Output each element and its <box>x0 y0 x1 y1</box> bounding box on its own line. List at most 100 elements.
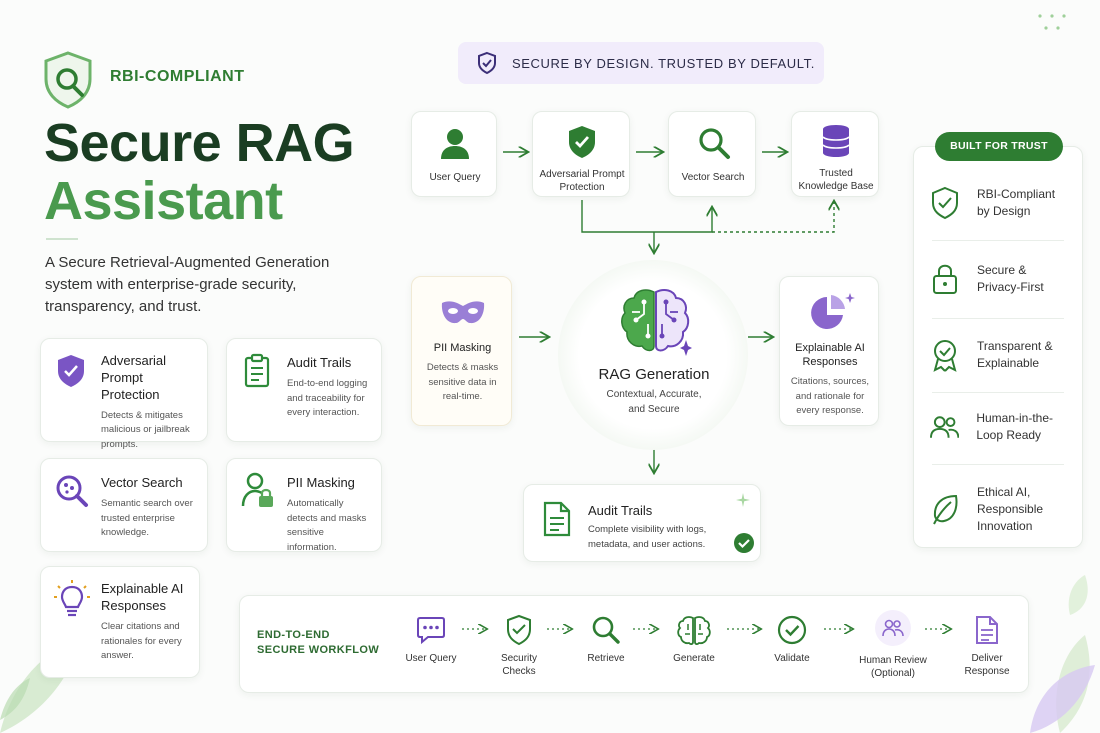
workflow-step-label: Deliver Response <box>964 653 1010 677</box>
feature-desc: Semantic search over trusted enterprise … <box>101 497 193 539</box>
feature-card-vector-search: Vector Search Semantic search over trust… <box>40 458 208 552</box>
pipeline-adversarial: Adversarial Prompt Protection <box>532 111 630 197</box>
banner-text: SECURE BY DESIGN. TRUSTED BY DEFAULT. <box>512 55 815 71</box>
lock-icon <box>933 264 957 294</box>
feature-desc: Clear citations and rationales for every… <box>101 620 182 662</box>
pipeline-label: Vector Search <box>681 172 745 183</box>
workflow-step-label: Human Review (Optional) <box>859 655 927 679</box>
trust-divider <box>932 318 1064 319</box>
pipeline-label: Adversarial Prompt Protection <box>539 169 625 193</box>
leaf-icon <box>933 495 958 525</box>
trust-item-human: Human-in-the-Loop Ready <box>930 410 1078 444</box>
trust-item-label: RBI-Compliant by Design <box>977 187 1056 218</box>
lightbulb-icon <box>54 580 90 617</box>
document-icon <box>976 616 998 644</box>
workflow-step-deliver: Deliver Response <box>942 614 1032 678</box>
pipeline-title: Audit Trails <box>588 503 653 518</box>
database-icon <box>822 125 850 157</box>
workflow-step-generate: Generate <box>649 614 739 665</box>
feature-title: Vector Search <box>101 475 183 490</box>
feature-desc: Automatically detects and masks sensitiv… <box>287 497 367 554</box>
shield-icon <box>58 355 84 387</box>
chat-icon <box>417 617 445 645</box>
workflow-title-line2: SECURE WORKFLOW <box>257 644 380 657</box>
shield-check-icon <box>569 126 595 158</box>
people-icon <box>930 416 960 438</box>
trust-item-label: Secure & Privacy-First <box>977 263 1044 294</box>
dots-decoration <box>1038 14 1066 30</box>
trust-item-ethical: Ethical AI, Responsible Innovation <box>930 484 1078 534</box>
workflow-step-validate: Validate <box>747 614 837 665</box>
document-icon <box>543 501 571 537</box>
feature-title: Explainable AI Responses <box>101 581 184 613</box>
check-circle-icon <box>734 533 754 553</box>
user-icon <box>441 129 469 159</box>
workflow-step-label: User Query <box>405 653 457 664</box>
trust-divider <box>932 240 1064 241</box>
pipeline-explainable: Explainable AI Responses Citations, sour… <box>779 276 879 426</box>
pipeline-label: User Query <box>429 172 481 183</box>
workflow-title-line1: END-TO-END <box>257 629 330 641</box>
trust-divider <box>932 392 1064 393</box>
feature-card-pii: PII Masking Automatically detects and ma… <box>226 458 382 553</box>
feature-card-audit: Audit Trails End-to-end logging and trac… <box>226 338 382 442</box>
leaf-decoration-right <box>1030 575 1095 733</box>
workflow-step-label: Retrieve <box>587 653 625 664</box>
pipeline-title: PII Masking <box>433 342 492 354</box>
trust-item-label: Ethical AI, Responsible Innovation <box>977 485 1044 533</box>
workflow-step-label: Generate <box>673 653 715 664</box>
page-description: A Secure Retrieval-Augmented Generation … <box>45 254 330 315</box>
pipeline-desc: Detects & masks sensitive data in real-t… <box>426 362 499 403</box>
search-icon <box>592 616 620 644</box>
pipeline-title: Explainable AI Responses <box>795 342 865 369</box>
pipeline-pii-masking: PII Masking Detects & masks sensitive da… <box>411 276 512 426</box>
workflow-step-user-query: User Query <box>386 614 476 665</box>
pipeline-desc: Complete visibility with logs, metadata,… <box>588 524 707 550</box>
people-icon <box>882 619 904 637</box>
feature-title: Adversarial Prompt Protection <box>101 353 167 402</box>
workflow-title: END-TO-END SECURE WORKFLOW <box>257 628 379 659</box>
rag-generation-desc: Contextual, Accurate, and Secure <box>606 389 702 415</box>
pipeline-user-query: User Query <box>411 111 497 197</box>
rag-generation-title: RAG Generation <box>598 366 710 383</box>
shield-check-icon <box>478 51 496 75</box>
search-icon <box>699 128 730 159</box>
feature-title: PII Masking <box>287 475 355 490</box>
trust-item-secure: Secure & Privacy-First <box>930 262 1078 296</box>
user-lock-icon <box>241 472 273 507</box>
mask-icon <box>441 301 485 324</box>
shield-search-logo-icon <box>44 51 92 109</box>
shield-check-icon <box>932 186 958 220</box>
page-title-line1: Secure RAG <box>44 113 355 173</box>
check-circle-icon <box>777 615 807 645</box>
pipeline-audit-trails: Audit Trails Complete visibility with lo… <box>523 484 761 562</box>
workflow-step-label: Security Checks <box>500 653 538 677</box>
secure-banner: SECURE BY DESIGN. TRUSTED BY DEFAULT. <box>458 42 824 84</box>
trust-item-label: Human-in-the-Loop Ready <box>976 411 1054 442</box>
feature-desc: Detects & mitigates malicious or jailbre… <box>101 409 190 451</box>
trust-item-transparent: Transparent & Explainable <box>930 338 1078 372</box>
pipeline-knowledge-base: Trusted Knowledge Base <box>791 111 879 197</box>
workflow-step-security: Security Checks <box>474 614 564 678</box>
workflow-step-retrieve: Retrieve <box>561 614 651 665</box>
built-for-trust-badge: BUILT FOR TRUST <box>935 132 1063 161</box>
trust-panel <box>913 146 1083 548</box>
rbi-compliant-badge: RBI-COMPLIANT <box>110 68 245 85</box>
pie-chart-icon <box>811 293 855 329</box>
human-review-bubble <box>875 610 911 646</box>
workflow-step-human-review: Human Review (Optional) <box>848 610 938 680</box>
award-icon <box>933 340 957 372</box>
title-divider <box>46 238 78 240</box>
pipeline-vector-search: Vector Search <box>668 111 756 197</box>
clipboard-icon <box>244 353 270 388</box>
feature-title: Audit Trails <box>287 355 352 370</box>
feature-card-adversarial: Adversarial Prompt Protection Detects & … <box>40 338 208 450</box>
workflow-step-label: Validate <box>774 653 810 664</box>
brain-icon <box>621 289 692 356</box>
trust-divider <box>932 464 1064 465</box>
trust-item-rbi: RBI-Compliant by Design <box>930 186 1078 220</box>
feature-card-explainable: Explainable AI Responses Clear citations… <box>40 566 200 678</box>
pipeline-desc: Citations, sources, and rationale for ev… <box>790 376 870 417</box>
